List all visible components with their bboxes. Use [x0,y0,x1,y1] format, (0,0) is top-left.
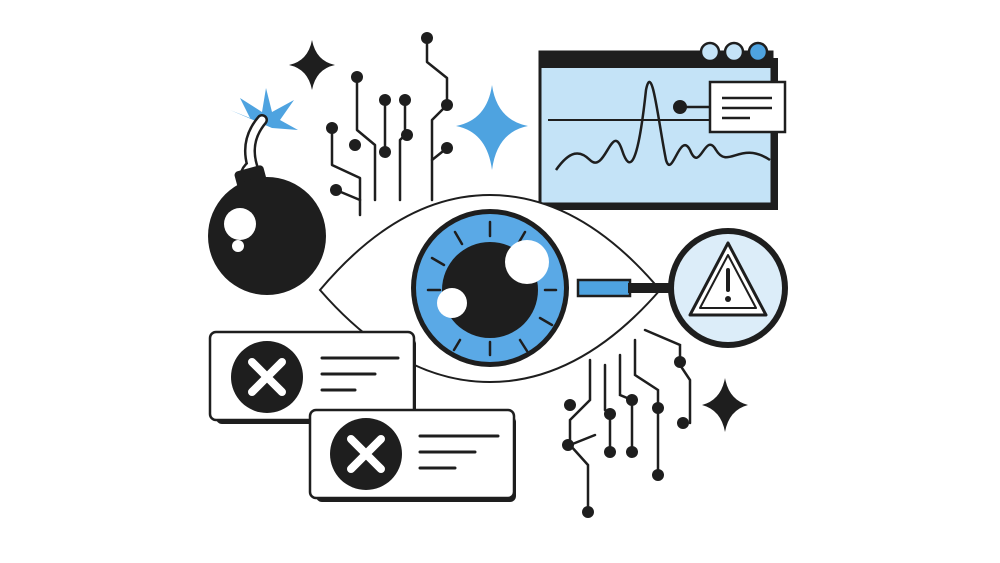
sparkle-star-icon [702,378,748,432]
circuit-dots-top [326,32,453,196]
circuit-lines-bottom [568,328,692,514]
error-card [208,330,416,424]
circuit-lines-top [330,36,449,217]
warning-icon [688,241,768,317]
sparkle-star-icon [456,85,528,170]
chart-window-icon [538,41,787,210]
error-card [308,408,516,502]
bomb-icon [208,88,326,295]
circuit-dots-bottom [562,356,689,518]
sparkle-star-icon [289,40,335,90]
magnifier-icon [576,228,788,348]
